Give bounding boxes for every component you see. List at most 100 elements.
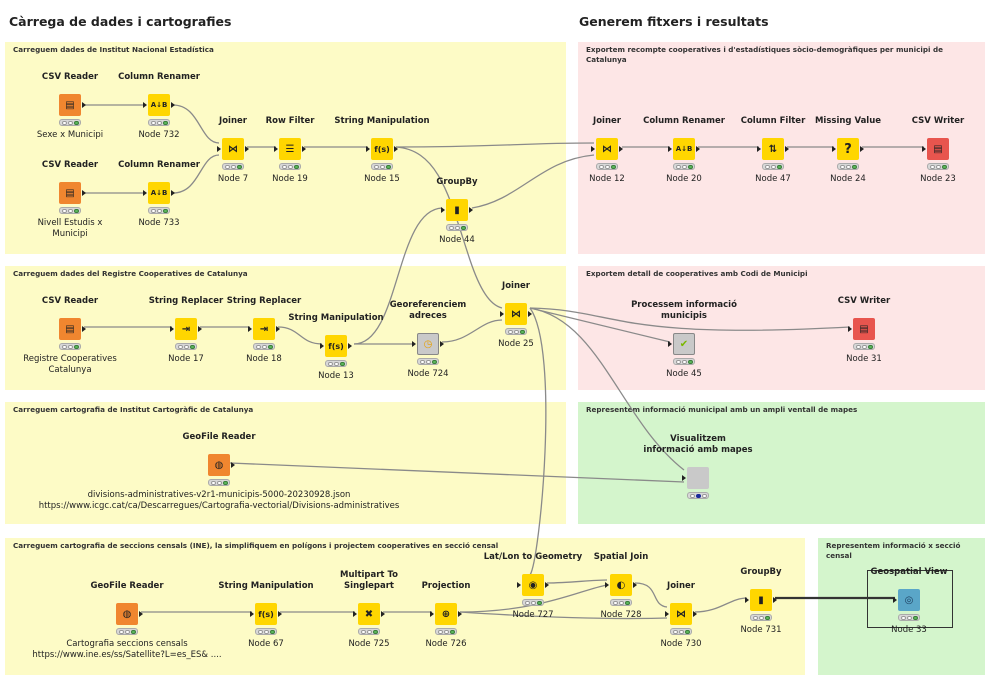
multipart-icon: ✖ bbox=[358, 603, 380, 625]
input-port[interactable] bbox=[217, 146, 221, 152]
output-port[interactable] bbox=[198, 326, 202, 332]
node-title: Column Renamer bbox=[118, 160, 200, 170]
output-port[interactable] bbox=[82, 102, 86, 108]
output-port[interactable] bbox=[860, 146, 864, 152]
input-port[interactable] bbox=[665, 611, 669, 617]
input-port[interactable] bbox=[500, 311, 504, 317]
output-port[interactable] bbox=[302, 146, 306, 152]
input-port[interactable] bbox=[922, 146, 926, 152]
input-port[interactable] bbox=[757, 146, 761, 152]
node-title: Lat/Lon to Geometry bbox=[483, 552, 583, 562]
output-port[interactable] bbox=[528, 311, 532, 317]
output-port[interactable] bbox=[276, 326, 280, 332]
csv-writer-icon: ▤ bbox=[853, 318, 875, 340]
node-subtitle: Node 20 bbox=[666, 174, 702, 184]
node-subtitle: Node 47 bbox=[755, 174, 791, 184]
output-port[interactable] bbox=[773, 597, 777, 603]
input-port[interactable] bbox=[412, 341, 416, 347]
status-lights bbox=[837, 163, 859, 170]
output-port[interactable] bbox=[633, 582, 637, 588]
output-port[interactable] bbox=[82, 326, 86, 332]
question-mark-icon: ? bbox=[837, 138, 859, 160]
annotation-ine-text: Carreguem dades de Institut Nacional Est… bbox=[13, 45, 214, 54]
input-port[interactable] bbox=[143, 102, 147, 108]
output-port[interactable] bbox=[171, 102, 175, 108]
annotation-icgc[interactable]: Carreguem cartografia de Institut Cartog… bbox=[5, 402, 566, 524]
output-port[interactable] bbox=[231, 462, 235, 468]
status-lights bbox=[610, 599, 632, 606]
input-port[interactable] bbox=[591, 146, 595, 152]
joiner-icon: ⋈ bbox=[670, 603, 692, 625]
annotation-export-detail-text: Exportem detall de cooperatives amb Codi… bbox=[586, 269, 808, 278]
output-port[interactable] bbox=[278, 611, 282, 617]
input-port[interactable] bbox=[441, 207, 445, 213]
node-title: Column Renamer bbox=[118, 72, 200, 82]
input-port[interactable] bbox=[274, 146, 278, 152]
input-port[interactable] bbox=[682, 475, 686, 481]
annotation-maps[interactable]: Representem informació municipal amb un … bbox=[578, 402, 985, 524]
node-title: GeoFile Reader bbox=[90, 581, 164, 591]
output-port[interactable] bbox=[440, 341, 444, 347]
node-subtitle: Node 732 bbox=[138, 130, 180, 140]
node-title: Geospatial View bbox=[870, 567, 948, 577]
wire bbox=[395, 142, 595, 148]
output-port[interactable] bbox=[348, 343, 352, 349]
input-port[interactable] bbox=[366, 146, 370, 152]
node-subtitle: Node 7 bbox=[217, 174, 249, 184]
output-port[interactable] bbox=[381, 611, 385, 617]
node-title: Processem informació municipis bbox=[631, 300, 737, 321]
output-port[interactable] bbox=[469, 207, 473, 213]
wire bbox=[529, 307, 851, 331]
input-port[interactable] bbox=[745, 597, 749, 603]
csv-file-icon: ▤ bbox=[59, 318, 81, 340]
spatial-join-icon: ◐ bbox=[610, 574, 632, 596]
node-subtitle: Node 727 bbox=[512, 610, 554, 620]
node-subtitle: Node 731 bbox=[740, 625, 782, 635]
output-port[interactable] bbox=[139, 611, 143, 617]
annotation-icgc-text: Carreguem cartografia de Institut Cartog… bbox=[13, 405, 254, 414]
input-port[interactable] bbox=[320, 343, 324, 349]
status-lights bbox=[325, 360, 347, 367]
node-subtitle: Node 728 bbox=[600, 610, 642, 620]
output-port[interactable] bbox=[696, 146, 700, 152]
input-port[interactable] bbox=[668, 341, 672, 347]
output-port[interactable] bbox=[458, 611, 462, 617]
input-port[interactable] bbox=[668, 146, 672, 152]
status-lights bbox=[175, 343, 197, 350]
node-title: String Replacer bbox=[226, 296, 302, 306]
node-subtitle: Node 724 bbox=[407, 369, 449, 379]
input-port[interactable] bbox=[248, 326, 252, 332]
wire bbox=[277, 326, 323, 345]
output-port[interactable] bbox=[785, 146, 789, 152]
output-port[interactable] bbox=[394, 146, 398, 152]
node-subtitle: Node 13 bbox=[318, 371, 354, 381]
node-subtitle: Node 33 bbox=[891, 625, 927, 635]
annotation-export-detail[interactable]: Exportem detall de cooperatives amb Codi… bbox=[578, 266, 985, 390]
output-port[interactable] bbox=[619, 146, 623, 152]
right-section-title: Generem fitxers i resultats bbox=[579, 14, 769, 29]
output-port[interactable] bbox=[245, 146, 249, 152]
node-title: Column Renamer bbox=[643, 116, 725, 126]
input-port[interactable] bbox=[250, 611, 254, 617]
input-port[interactable] bbox=[170, 326, 174, 332]
input-port[interactable] bbox=[353, 611, 357, 617]
input-port[interactable] bbox=[893, 597, 897, 603]
wire bbox=[395, 146, 503, 309]
input-port[interactable] bbox=[143, 190, 147, 196]
output-port[interactable] bbox=[82, 190, 86, 196]
input-port[interactable] bbox=[832, 146, 836, 152]
status-lights bbox=[750, 614, 772, 621]
output-port[interactable] bbox=[545, 582, 549, 588]
input-port[interactable] bbox=[430, 611, 434, 617]
joiner-icon: ⋈ bbox=[596, 138, 618, 160]
node-subtitle: Node 25 bbox=[498, 339, 534, 349]
input-port[interactable] bbox=[605, 582, 609, 588]
output-port[interactable] bbox=[171, 190, 175, 196]
node-title: CSV Writer bbox=[837, 296, 891, 306]
input-port[interactable] bbox=[517, 582, 521, 588]
rename-icon: A↓B bbox=[148, 182, 170, 204]
input-port[interactable] bbox=[848, 326, 852, 332]
output-port[interactable] bbox=[693, 611, 697, 617]
status-lights bbox=[505, 328, 527, 335]
